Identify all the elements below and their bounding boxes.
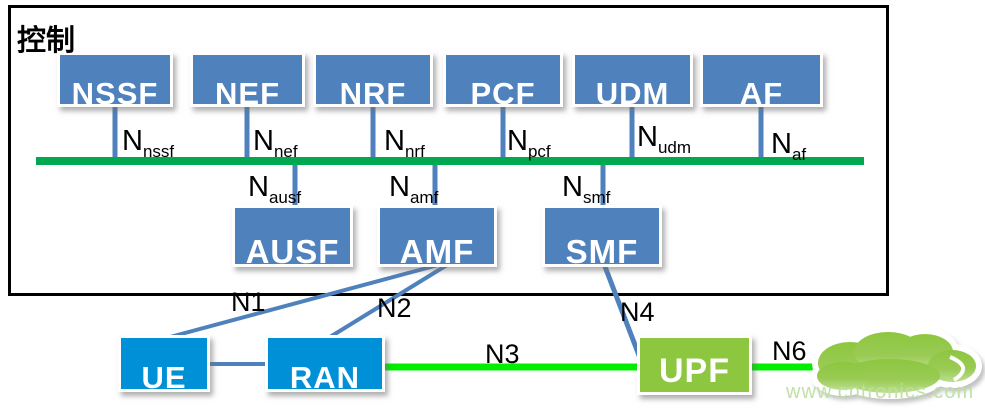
node-udm: UDM xyxy=(572,52,693,107)
node-udm-label: UDM xyxy=(595,76,670,107)
node-af-label: AF xyxy=(739,76,784,107)
iface-smf-main: N xyxy=(562,171,583,203)
link-n1 xyxy=(169,263,439,339)
node-ausf-label: AUSF xyxy=(245,233,340,267)
iface-af-sub: af xyxy=(791,144,807,164)
iface-amf-sub: amf xyxy=(409,187,439,207)
iface-ausf-sub: ausf xyxy=(268,187,302,207)
iface-nrf: Nnrf xyxy=(384,125,425,161)
node-nssf: NSSF xyxy=(57,52,173,107)
node-nef-label: NEF xyxy=(215,76,280,107)
node-upf-label: UPF xyxy=(659,352,730,390)
iface-pcf-main: N xyxy=(507,125,528,157)
iface-pcf-sub: pcf xyxy=(527,141,551,161)
link-n4 xyxy=(601,263,643,359)
iface-amf: Namf xyxy=(389,171,439,207)
watermark-text: www.cntronics.com xyxy=(786,381,975,403)
iface-smf: Nsmf xyxy=(562,171,611,207)
iface-nssf-main: N xyxy=(122,125,143,157)
node-pcf-label: PCF xyxy=(470,76,536,107)
iface-pcf: Npcf xyxy=(507,125,551,161)
node-nrf: NRF xyxy=(313,52,433,107)
node-pcf: PCF xyxy=(443,52,563,107)
node-amf-label: AMF xyxy=(399,233,475,267)
node-ran-label: RAN xyxy=(289,360,361,392)
iface-nssf-sub: nssf xyxy=(142,141,175,161)
iface-smf-sub: smf xyxy=(582,187,611,207)
node-smf-label: SMF xyxy=(565,233,639,267)
node-nssf-label: NSSF xyxy=(71,76,159,107)
node-ran: RAN xyxy=(265,335,385,392)
iface-udm: Nudm xyxy=(637,121,692,157)
iface-af-main: N xyxy=(771,128,792,160)
link-n4-label: N4 xyxy=(620,297,655,327)
cloud-icon xyxy=(811,326,982,399)
iface-nrf-sub: nrf xyxy=(404,141,425,161)
iface-nef-sub: nef xyxy=(273,141,298,161)
iface-ausf-main: N xyxy=(248,171,269,203)
iface-nssf: Nnssf xyxy=(122,125,175,161)
iface-nef-main: N xyxy=(253,125,274,157)
control-plane-region xyxy=(8,5,889,296)
link-n6-label: N6 xyxy=(772,336,807,366)
node-af: AF xyxy=(700,52,823,107)
node-amf: AMF xyxy=(377,205,497,267)
iface-amf-main: N xyxy=(389,171,410,203)
iface-ausf: Nausf xyxy=(248,171,302,207)
iface-af: Naf xyxy=(771,128,807,164)
node-ausf: AUSF xyxy=(232,205,353,267)
node-ue-label: UE xyxy=(141,360,187,392)
iface-udm-main: N xyxy=(637,121,658,153)
link-n2-label: N2 xyxy=(377,293,412,323)
iface-udm-sub: udm xyxy=(657,137,692,157)
link-n1-label: N1 xyxy=(231,287,266,317)
node-ue: UE xyxy=(118,335,210,392)
iface-nrf-main: N xyxy=(384,125,405,157)
node-upf: UPF xyxy=(637,335,752,395)
iface-nef: Nnef xyxy=(253,125,298,161)
control-plane-title: 控制 xyxy=(17,25,76,57)
link-n2 xyxy=(328,263,449,339)
node-nrf-label: NRF xyxy=(339,76,407,107)
link-n3-label: N3 xyxy=(485,339,520,369)
node-nef: NEF xyxy=(190,52,305,107)
node-smf: SMF xyxy=(542,205,662,267)
